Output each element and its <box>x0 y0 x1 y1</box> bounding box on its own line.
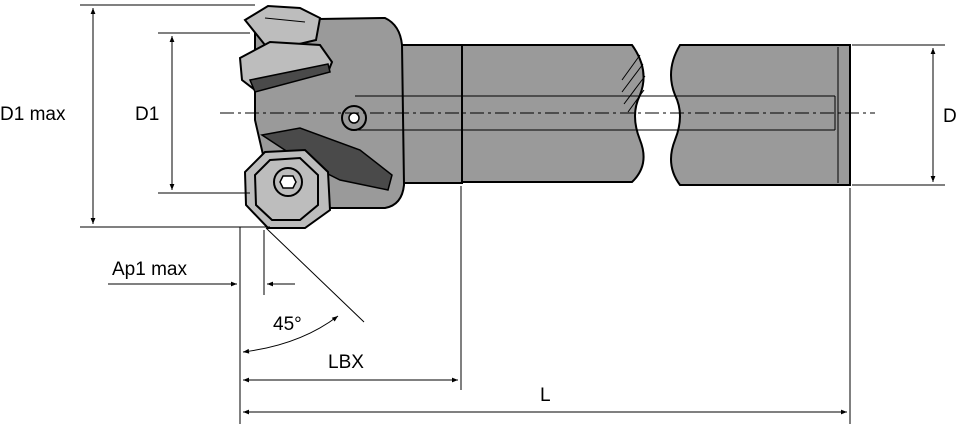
dim-ap1max <box>108 227 295 424</box>
dim-angle <box>242 227 365 354</box>
label-d: D <box>943 106 957 127</box>
shank <box>459 44 851 186</box>
label-d1: D1 <box>135 104 159 125</box>
label-angle: 45° <box>273 314 302 335</box>
coolant-channel <box>355 95 836 131</box>
dim-lbx <box>243 186 462 390</box>
dim-d <box>852 44 945 186</box>
upper-insert <box>238 4 334 93</box>
label-ap1max: Ap1 max <box>112 259 187 280</box>
dim-d1max <box>80 4 270 228</box>
label-l: L <box>540 385 551 406</box>
lower-insert <box>243 148 332 229</box>
dim-d1 <box>158 32 250 194</box>
neck <box>399 44 463 184</box>
shank-right-segment <box>670 44 851 186</box>
label-d1max: D1 max <box>0 104 66 125</box>
dim-l <box>243 188 851 424</box>
screw-head-icon <box>348 112 360 124</box>
break-hatch <box>621 54 646 113</box>
torx-icon <box>279 175 297 189</box>
label-lbx: LBX <box>328 352 364 373</box>
